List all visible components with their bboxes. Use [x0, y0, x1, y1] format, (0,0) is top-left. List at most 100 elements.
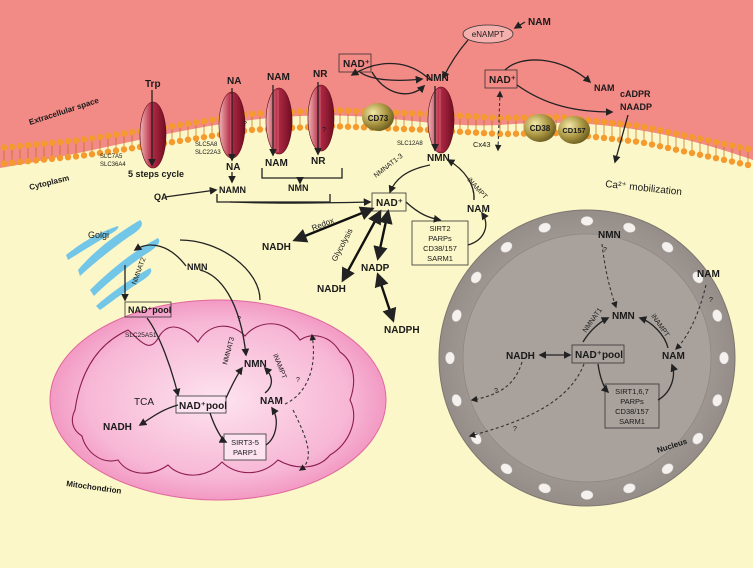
nadp-label: NADP	[361, 263, 390, 274]
lipid-head-outer	[64, 138, 72, 145]
qa-label: QA	[154, 192, 168, 202]
lipid-head-outer	[608, 119, 616, 127]
lipid-head-inner	[472, 129, 480, 136]
lipid-head-outer	[176, 121, 184, 129]
lipid-head-outer	[480, 113, 488, 121]
lipid-head-inner	[696, 151, 704, 158]
lipid-head-outer	[616, 120, 624, 127]
nuclear-pore	[580, 490, 594, 500]
slc5a8-label: SLC5A8	[195, 142, 218, 148]
lipid-head-inner	[248, 126, 256, 134]
nam-mito-label: NAM	[260, 396, 283, 407]
lipid-head-inner	[80, 152, 88, 159]
lipid-head-inner	[352, 123, 360, 131]
lipid-head-inner	[592, 133, 600, 141]
naadp-label: NAADP	[620, 102, 652, 112]
question-mark-4: ?	[296, 377, 300, 384]
lipid-head-outer	[488, 114, 496, 121]
nad-pool-golgi-label: NAD⁺pool	[128, 305, 171, 315]
nad-pool-mito-label: NAD⁺pool	[179, 401, 227, 412]
nuc-box-line-4: SARM1	[619, 417, 645, 426]
nuclear-pore	[661, 463, 674, 475]
lipid-head-outer	[96, 133, 104, 141]
nuclear-pore	[451, 394, 462, 407]
lipid-head-inner	[88, 151, 96, 158]
lipid-head-outer	[48, 139, 56, 146]
lipid-head-inner	[496, 130, 504, 138]
nad-pool-golgi-box	[124, 301, 172, 318]
nuclear-pore	[538, 222, 551, 233]
lipid-head-inner	[624, 137, 632, 144]
mito-box-line-2: PARP1	[233, 448, 257, 457]
lipid-head-inner	[720, 156, 728, 164]
lipid-head-inner	[16, 158, 24, 166]
lipid-head-outer	[344, 107, 352, 114]
lipid-head-inner	[296, 124, 304, 131]
cd38-enzyme: CD38	[524, 114, 556, 142]
nad-cyto-label: NAD⁺	[376, 198, 403, 209]
question-mark-5: ?	[603, 247, 607, 254]
nmn-in2-label: NMN	[288, 183, 309, 193]
mito-enzyme-box	[223, 433, 267, 461]
nam-in-label: NAM	[265, 158, 288, 169]
lipid-head-outer	[688, 133, 696, 141]
nuclear-pore	[692, 271, 704, 284]
lipid-head-inner	[96, 149, 104, 157]
lipid-head-inner	[112, 147, 120, 154]
nuclear-pore	[500, 241, 513, 253]
lipid-head-inner	[512, 130, 520, 137]
lipid-head-outer	[504, 114, 512, 122]
lipid-head-outer	[728, 142, 736, 149]
lipid-head-outer	[128, 129, 136, 136]
lipid-head-inner	[208, 132, 216, 140]
lipid-head-outer	[256, 110, 264, 117]
enampt-label: eNAMPT	[472, 30, 505, 39]
nmn-mito-label: NMN	[244, 359, 267, 370]
lipid-head-outer	[664, 128, 672, 136]
lipid-head-inner	[416, 126, 424, 133]
nam-transporter	[265, 87, 293, 155]
nr-transporter	[307, 84, 335, 152]
nmn-cyto-label: NMN	[427, 153, 450, 164]
cx43-label: Cx43	[473, 140, 491, 149]
lipid-head-inner	[488, 130, 496, 137]
na-label: NA	[227, 76, 241, 87]
lipid-head-inner	[192, 135, 200, 142]
lipid-head-outer	[720, 140, 728, 148]
question-mark-2: ?	[322, 127, 326, 134]
nad-pool-nuc-box	[571, 344, 625, 364]
lipid-head-outer	[464, 112, 472, 120]
lipid-head-outer	[168, 122, 176, 130]
cyto-box-line-2: PARPs	[428, 234, 452, 243]
lipid-head-inner	[32, 157, 40, 164]
tca-label: TCA	[134, 397, 154, 408]
nad-ext2-label: NAD⁺	[489, 75, 516, 86]
golgi-label: Golgi	[88, 230, 109, 240]
lipid-head-inner	[72, 153, 80, 160]
lipid-head-outer	[736, 144, 744, 151]
question-mark-6: ?	[709, 297, 713, 304]
lipid-head-inner	[128, 145, 136, 152]
steps-label: 5 steps cycle	[128, 169, 184, 179]
nuclear-pore	[500, 463, 513, 475]
lipid-head-inner	[664, 144, 672, 152]
lipid-head-inner	[456, 128, 464, 135]
nad-pool-nuc-label: NAD⁺pool	[575, 350, 623, 361]
nmn-nuc-top-label: NMN	[598, 230, 621, 241]
lipid-head-inner	[392, 125, 400, 132]
na-in-label: NA	[226, 162, 240, 173]
lipid-head-inner	[480, 129, 488, 137]
lipid-head-outer	[56, 138, 64, 146]
cd157-label: CD157	[562, 126, 585, 135]
nuclear-pore	[661, 241, 674, 253]
lipid-head-outer	[392, 109, 400, 116]
lipid-head-inner	[504, 130, 512, 138]
lipid-head-outer	[640, 123, 648, 131]
lipid-head-inner	[680, 148, 688, 155]
lipid-head-inner	[656, 143, 664, 150]
lipid-head-inner	[336, 123, 344, 130]
slc36a4-label: SLC36A4	[100, 162, 126, 168]
nucleus-inner	[462, 233, 712, 483]
nuclear-pore	[470, 271, 482, 284]
lipid-head-inner	[728, 158, 736, 165]
